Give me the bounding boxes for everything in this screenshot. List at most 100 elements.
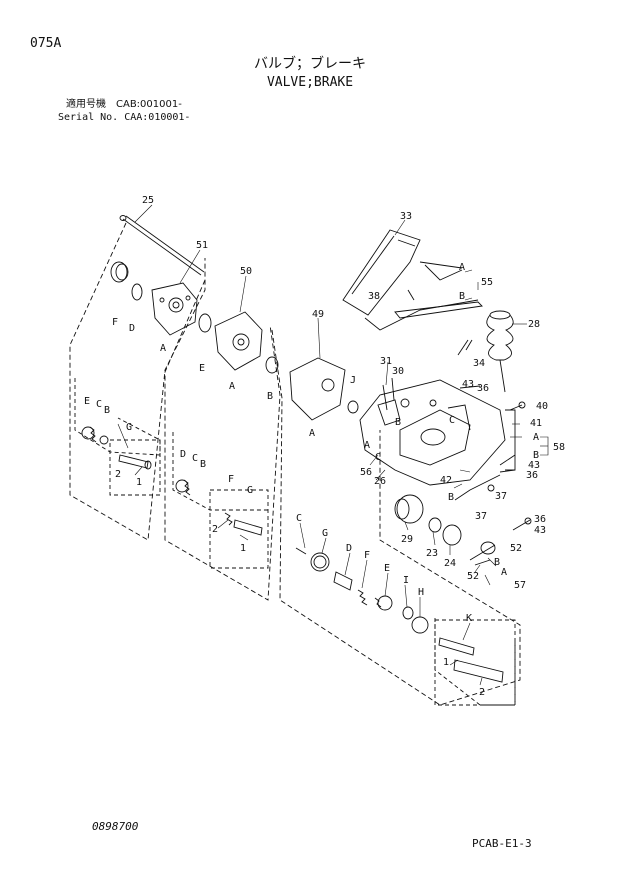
callout-36-mid: 36: [526, 470, 538, 481]
assembly-outline-51: [69, 222, 206, 541]
callout-g-bottom: G: [322, 528, 328, 539]
callout-30: 30: [392, 366, 404, 377]
roller-24: [442, 524, 462, 546]
callout-31: 31: [380, 356, 392, 367]
spring-assembly-left: [81, 426, 152, 470]
callout-43-lower: 43: [534, 525, 546, 536]
callout-1-bottom: 1: [443, 657, 449, 668]
callout-j-right: J: [350, 375, 356, 386]
callout-d-middle: D: [180, 449, 186, 460]
washer-23: [428, 517, 442, 533]
callout-e-bottom: E: [384, 563, 390, 574]
callout-50: 50: [240, 266, 252, 277]
callout-e-left: E: [84, 396, 90, 407]
callout-34: 34: [473, 358, 485, 369]
spring-assembly-middle: [175, 479, 263, 536]
callout-52-lower: 52: [467, 571, 479, 582]
o-ring-b-right: [265, 356, 279, 374]
callout-g-middle: G: [247, 485, 253, 496]
valve-body-51: [151, 282, 198, 336]
leader-lines: [117, 204, 549, 686]
callout-1-left: 1: [136, 477, 142, 488]
roller-29: [394, 494, 424, 524]
page-code: PCAB-E1-3: [472, 837, 532, 850]
callout-c-bracket-right: C: [449, 415, 455, 426]
callout-c-bottom: C: [296, 513, 302, 524]
callout-f-left: F: [112, 317, 118, 328]
callout-b-middle-ring: B: [267, 391, 273, 402]
callout-41: 41: [530, 418, 542, 429]
callout-57: 57: [514, 580, 526, 591]
callout-a-right: A: [309, 428, 315, 439]
page-id: 075A: [30, 36, 62, 51]
spool-assembly-bottom: [295, 547, 504, 683]
callout-37-upper: 37: [495, 491, 507, 502]
callout-29: 29: [401, 534, 413, 545]
callout-c-left: C: [96, 399, 102, 410]
callout-36-lower: 36: [534, 514, 546, 525]
subassembly-box-middle: [172, 432, 270, 569]
callout-1-middle: 1: [240, 543, 246, 554]
callout-33: 33: [400, 211, 412, 222]
callout-2-bottom: 2: [479, 687, 485, 698]
callout-43-mid: 43: [528, 460, 540, 471]
callout-b-55-bottom: B: [459, 291, 465, 302]
callout-36-upper: 36: [477, 383, 489, 394]
cap-f-left: [110, 261, 129, 283]
callout-37-lower: 37: [475, 511, 487, 522]
callout-58: 58: [553, 442, 565, 453]
fitting-52: [469, 541, 496, 566]
callout-a-55-top: A: [459, 262, 465, 273]
serial-range-japanese: 適用号機 CAB:001001-: [66, 99, 182, 110]
callout-f-middle: F: [228, 474, 234, 485]
callout-a-lower: A: [501, 567, 507, 578]
callout-40: 40: [536, 401, 548, 412]
bolt-25: [119, 215, 205, 276]
assembly-outline-50: [164, 279, 281, 601]
callout-a-middle: A: [229, 381, 235, 392]
page-title-japanese: バルブ；ブレーキ: [254, 56, 366, 72]
subassembly-box-left: [74, 378, 161, 496]
page-title: VALVE;BRAKE: [266, 75, 354, 90]
callout-a-58: A: [533, 432, 539, 443]
callout-28: 28: [528, 319, 540, 330]
callout-c-bracket-left: C: [375, 452, 381, 463]
assembly-outline-49: [271, 329, 521, 706]
callout-b-left: B: [104, 405, 110, 416]
rubber-boot-28: [486, 310, 514, 393]
callout-38: 38: [368, 291, 380, 302]
callout-e-middle: E: [199, 363, 205, 374]
callout-b-58: B: [533, 450, 539, 461]
callout-d-left: D: [129, 323, 135, 334]
callout-a-bracket: A: [364, 440, 370, 451]
o-ring-d-left: [131, 283, 143, 301]
callout-49: 49: [312, 309, 324, 320]
callout-24: 24: [444, 558, 456, 569]
callout-56: 56: [360, 467, 372, 478]
valve-body-49: [289, 357, 359, 421]
callout-2-middle: 2: [212, 524, 218, 535]
pedal-33: [342, 229, 421, 316]
callout-k-bottom: K: [466, 613, 472, 624]
valve-body-50: [214, 311, 263, 371]
callout-51: 51: [196, 240, 208, 251]
callout-23: 23: [426, 548, 438, 559]
callout-a-left: A: [160, 343, 166, 354]
callout-43-upper: 43: [462, 379, 474, 390]
callout-52-upper: 52: [510, 543, 522, 554]
callout-d-bottom: D: [346, 543, 352, 554]
callout-55: 55: [481, 277, 493, 288]
link-rods: [364, 261, 483, 331]
subassembly-box-right: [434, 618, 516, 706]
callout-26: 26: [374, 476, 386, 487]
callout-c-middle: C: [192, 453, 198, 464]
serial-range: Serial No. CAA:010001-: [58, 112, 191, 123]
callout-42: 42: [440, 475, 452, 486]
o-ring-e-middle: [198, 313, 212, 333]
callout-h-bottom: H: [418, 587, 424, 598]
callout-g-left: G: [126, 422, 132, 433]
callout-b-bracket-lower: B: [448, 492, 454, 503]
callout-i-bottom: I: [403, 575, 409, 586]
callout-b-middle: B: [200, 459, 206, 470]
